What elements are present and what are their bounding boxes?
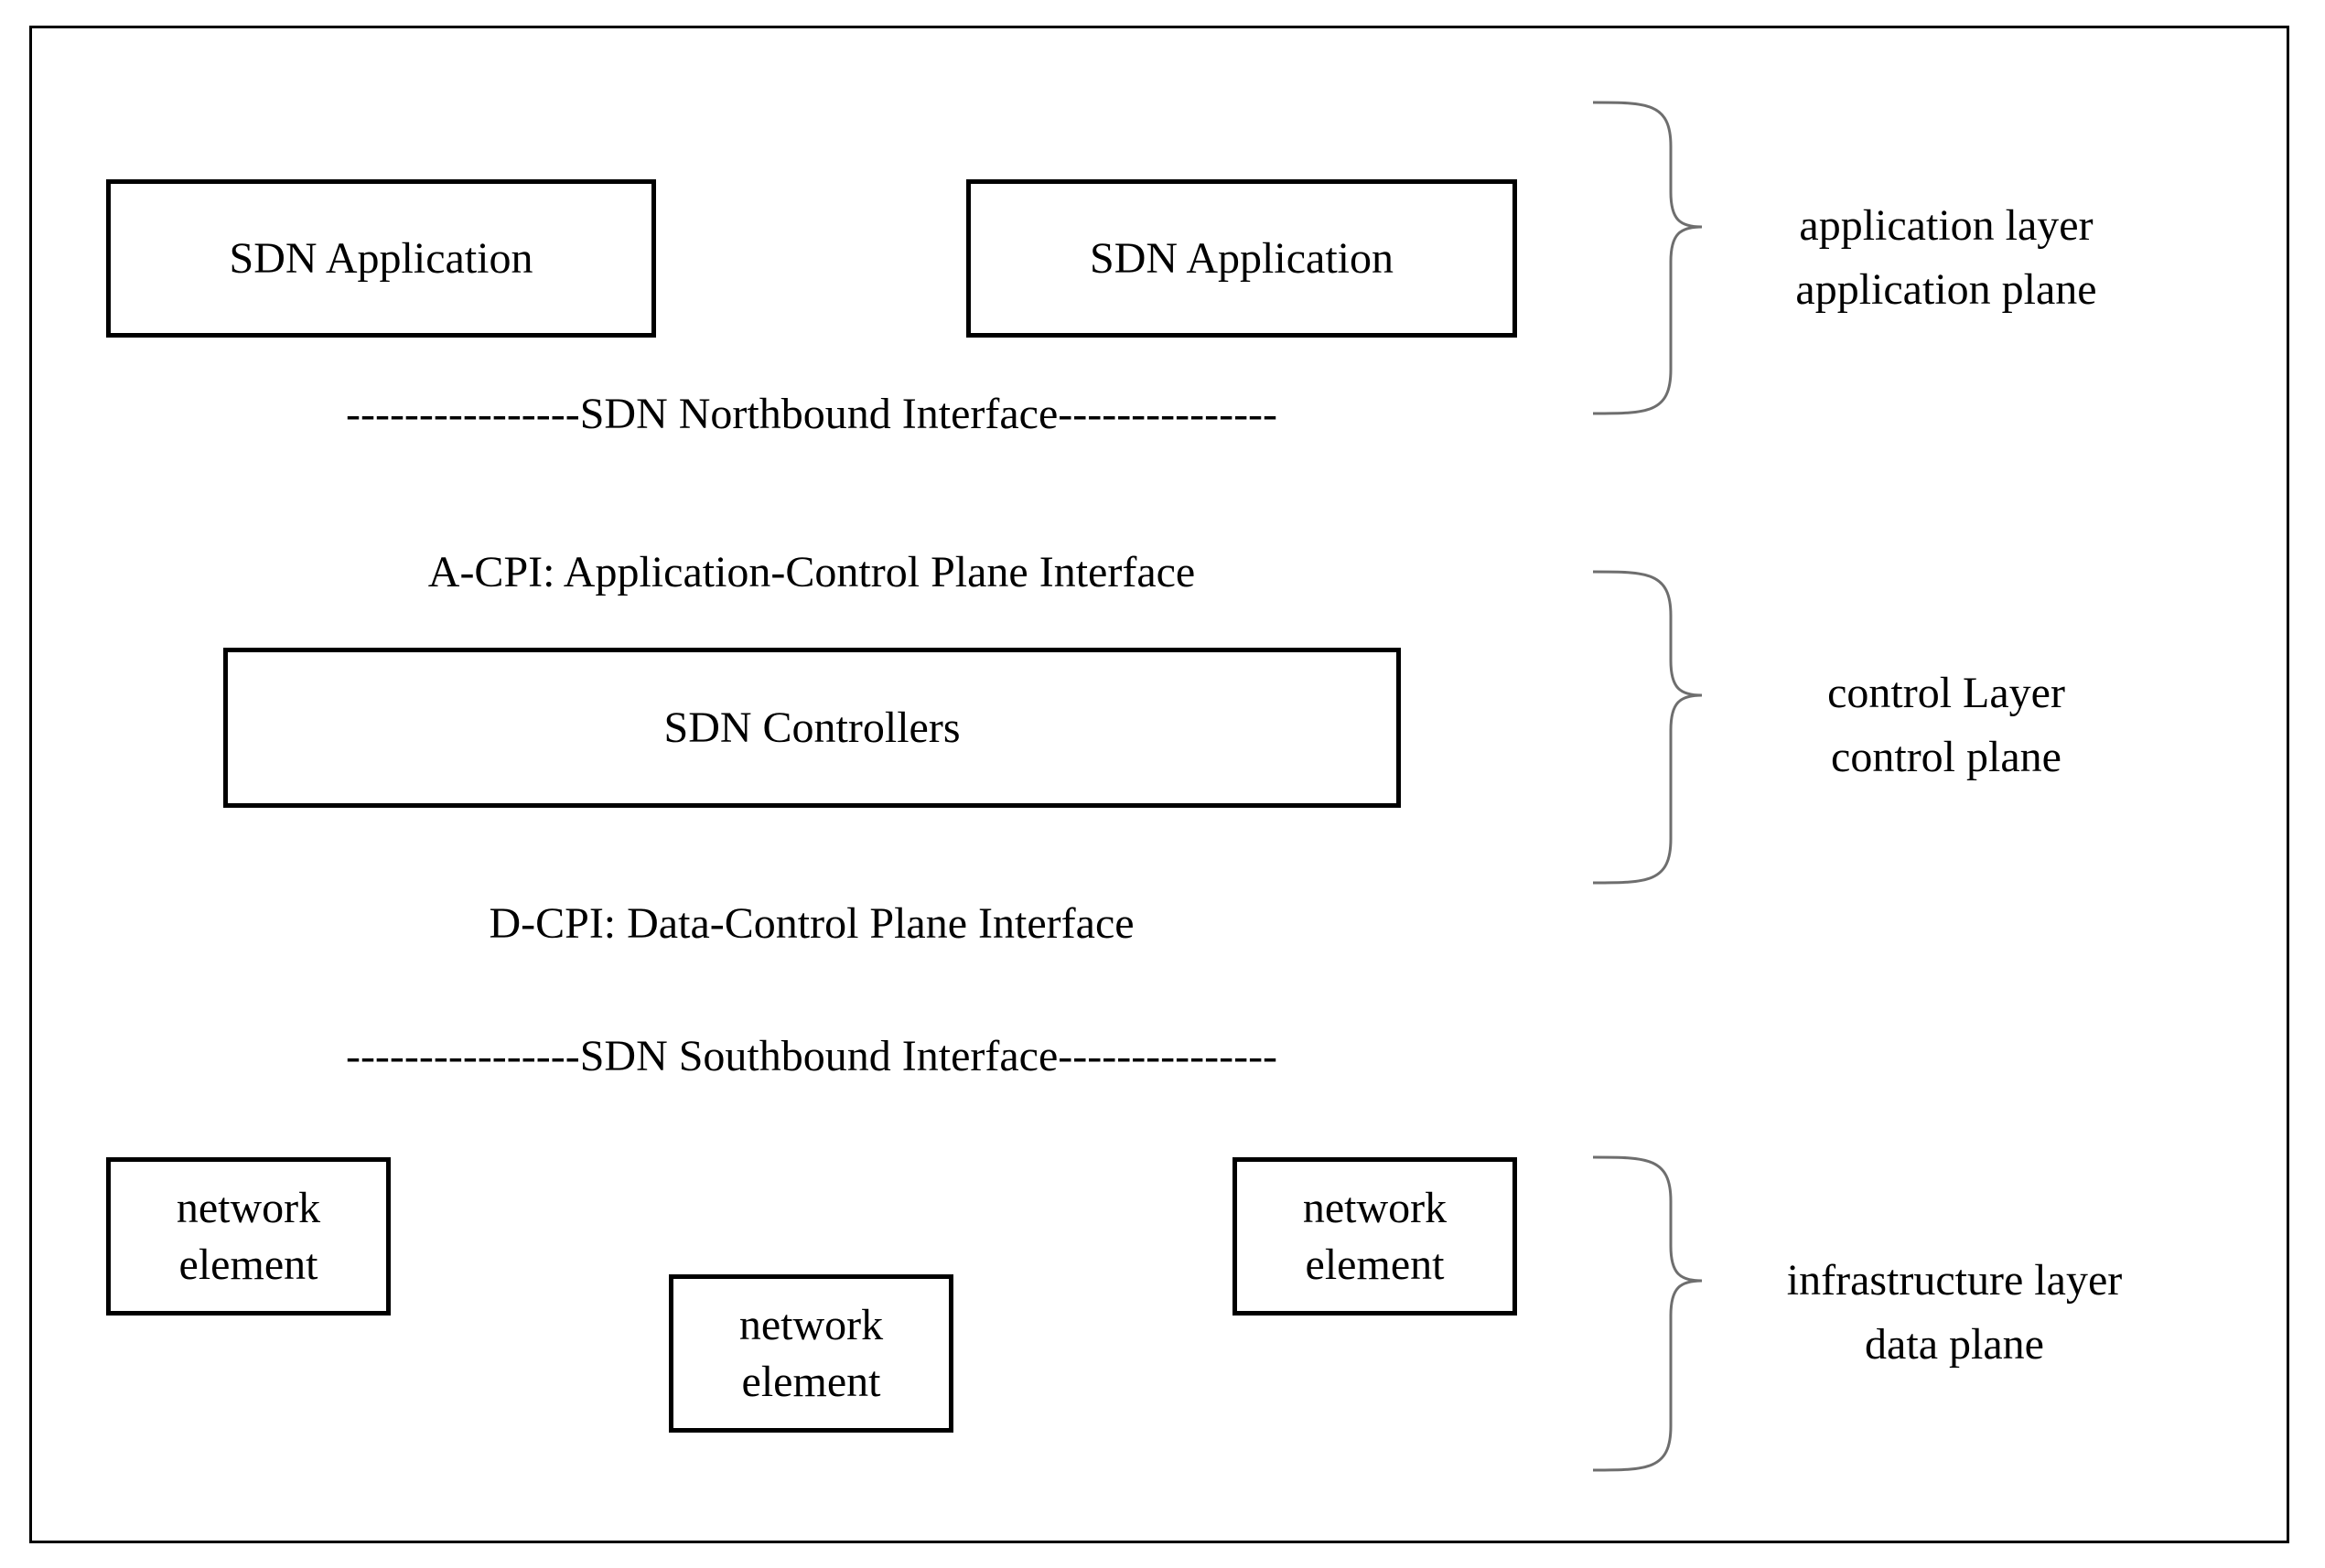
sdn-controllers-box: SDN Controllers [223, 648, 1401, 808]
infrastructure-layer-line1: infrastructure layer [1786, 1256, 2123, 1305]
network-element-line1: network [1302, 1183, 1448, 1232]
application-layer-line1: application layer [1799, 201, 2094, 250]
application-layer-label: application layer application plane [1795, 194, 2096, 322]
infrastructure-layer-line2: data plane [1865, 1320, 2044, 1369]
network-element-box-left: network element [106, 1157, 391, 1316]
a-cpi-label: A-CPI: Application-Control Plane Interfa… [427, 548, 1196, 596]
network-element-box-right: network element [1232, 1157, 1517, 1316]
sdn-application-box-left: SDN Application [106, 179, 656, 338]
network-element-box-middle: network element [669, 1274, 953, 1433]
southbound-interface-label: ----------------SDN Southbound Interface… [345, 1032, 1278, 1080]
control-layer-line1: control Layer [1827, 669, 2065, 717]
control-layer-label: control Layer control plane [1827, 661, 2065, 789]
network-element-line1: network [176, 1183, 321, 1232]
northbound-interface-label: ----------------SDN Northbound Interface… [345, 390, 1278, 438]
d-cpi-label: D-CPI: Data-Control Plane Interface [489, 899, 1135, 948]
sdn-controllers-label: SDN Controllers [663, 703, 961, 752]
sdn-application-box-right: SDN Application [966, 179, 1517, 338]
infrastructure-layer-label: infrastructure layer data plane [1787, 1249, 2122, 1377]
sdn-application-label: SDN Application [229, 233, 533, 283]
network-element-line1: network [738, 1300, 884, 1349]
network-element-line2: element [1305, 1240, 1445, 1289]
application-layer-line2: application plane [1795, 265, 2097, 314]
network-element-line2: element [178, 1240, 318, 1289]
sdn-application-label: SDN Application [1090, 233, 1394, 283]
network-element-line2: element [741, 1357, 881, 1406]
diagram-frame [29, 26, 2289, 1543]
control-layer-line2: control plane [1831, 733, 2061, 781]
